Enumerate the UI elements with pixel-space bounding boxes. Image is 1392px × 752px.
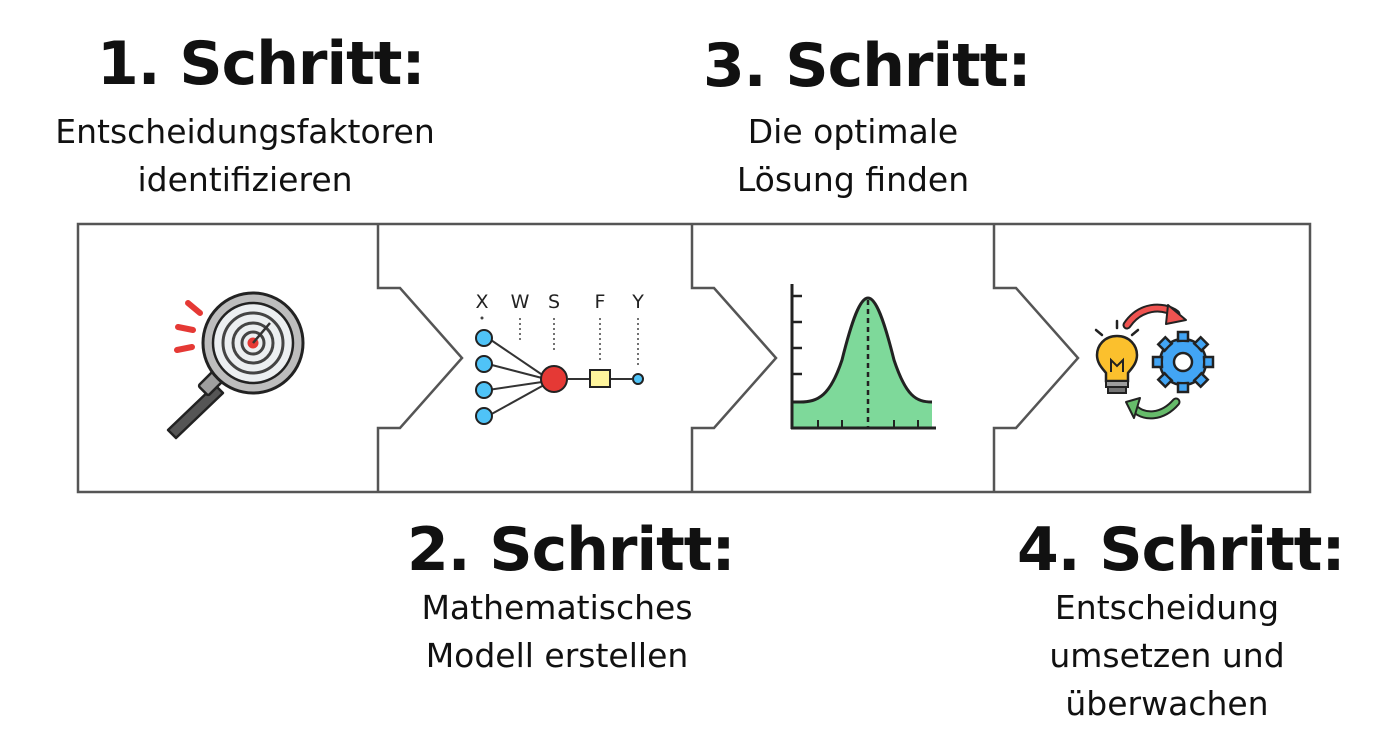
step-4-desc-line-1: Entscheidung	[1054, 588, 1280, 627]
step-1-desc-line-1: Entscheidungsfaktoren	[55, 112, 435, 151]
step-4-desc-line-3: überwachen	[1065, 684, 1269, 723]
step-2-box	[376, 222, 692, 494]
arrow-connector-1-2	[376, 224, 464, 492]
step-4-title: 4. Schritt:	[1017, 515, 1345, 585]
step-2-desc-line-2: Modell erstellen	[425, 636, 689, 675]
model-label-x: X	[475, 291, 488, 313]
model-network-icon: X W S F Y	[475, 291, 644, 425]
step-4-desc-line-2: umsetzen und	[1049, 636, 1285, 675]
step-3-desc-line-1: Die optimale	[747, 112, 959, 151]
step-3-description: Die optimale Lösung finden	[653, 108, 1053, 204]
bell-curve-icon	[790, 284, 936, 430]
step-3-desc-line-2: Lösung finden	[736, 160, 970, 199]
arrow-connector-2-3	[690, 224, 778, 492]
model-label-w: W	[511, 291, 530, 313]
step-1-desc-line-2: identifizieren	[137, 160, 353, 199]
step-2-description: Mathematisches Modell erstellen	[357, 584, 757, 680]
model-label-y: Y	[631, 291, 644, 313]
step-2-title: 2. Schritt:	[407, 515, 735, 585]
model-label-f: F	[595, 291, 606, 313]
step-1-title: 1. Schritt:	[97, 29, 425, 99]
arrow-connector-3-4	[992, 224, 1080, 492]
model-label-s: S	[548, 291, 560, 313]
step-4-description: Entscheidung umsetzen und überwachen	[987, 584, 1347, 728]
step-1-box	[76, 222, 378, 494]
lightbulb-gear-cycle-icon	[1094, 303, 1215, 420]
step-3-title: 3. Schritt:	[703, 31, 1031, 101]
step-1-description: Entscheidungsfaktoren identifizieren	[0, 108, 490, 204]
step-4-box	[992, 222, 1312, 494]
magnifier-target-icon	[166, 291, 305, 440]
step-3-box	[690, 222, 994, 494]
step-2-desc-line-1: Mathematisches	[421, 588, 693, 627]
